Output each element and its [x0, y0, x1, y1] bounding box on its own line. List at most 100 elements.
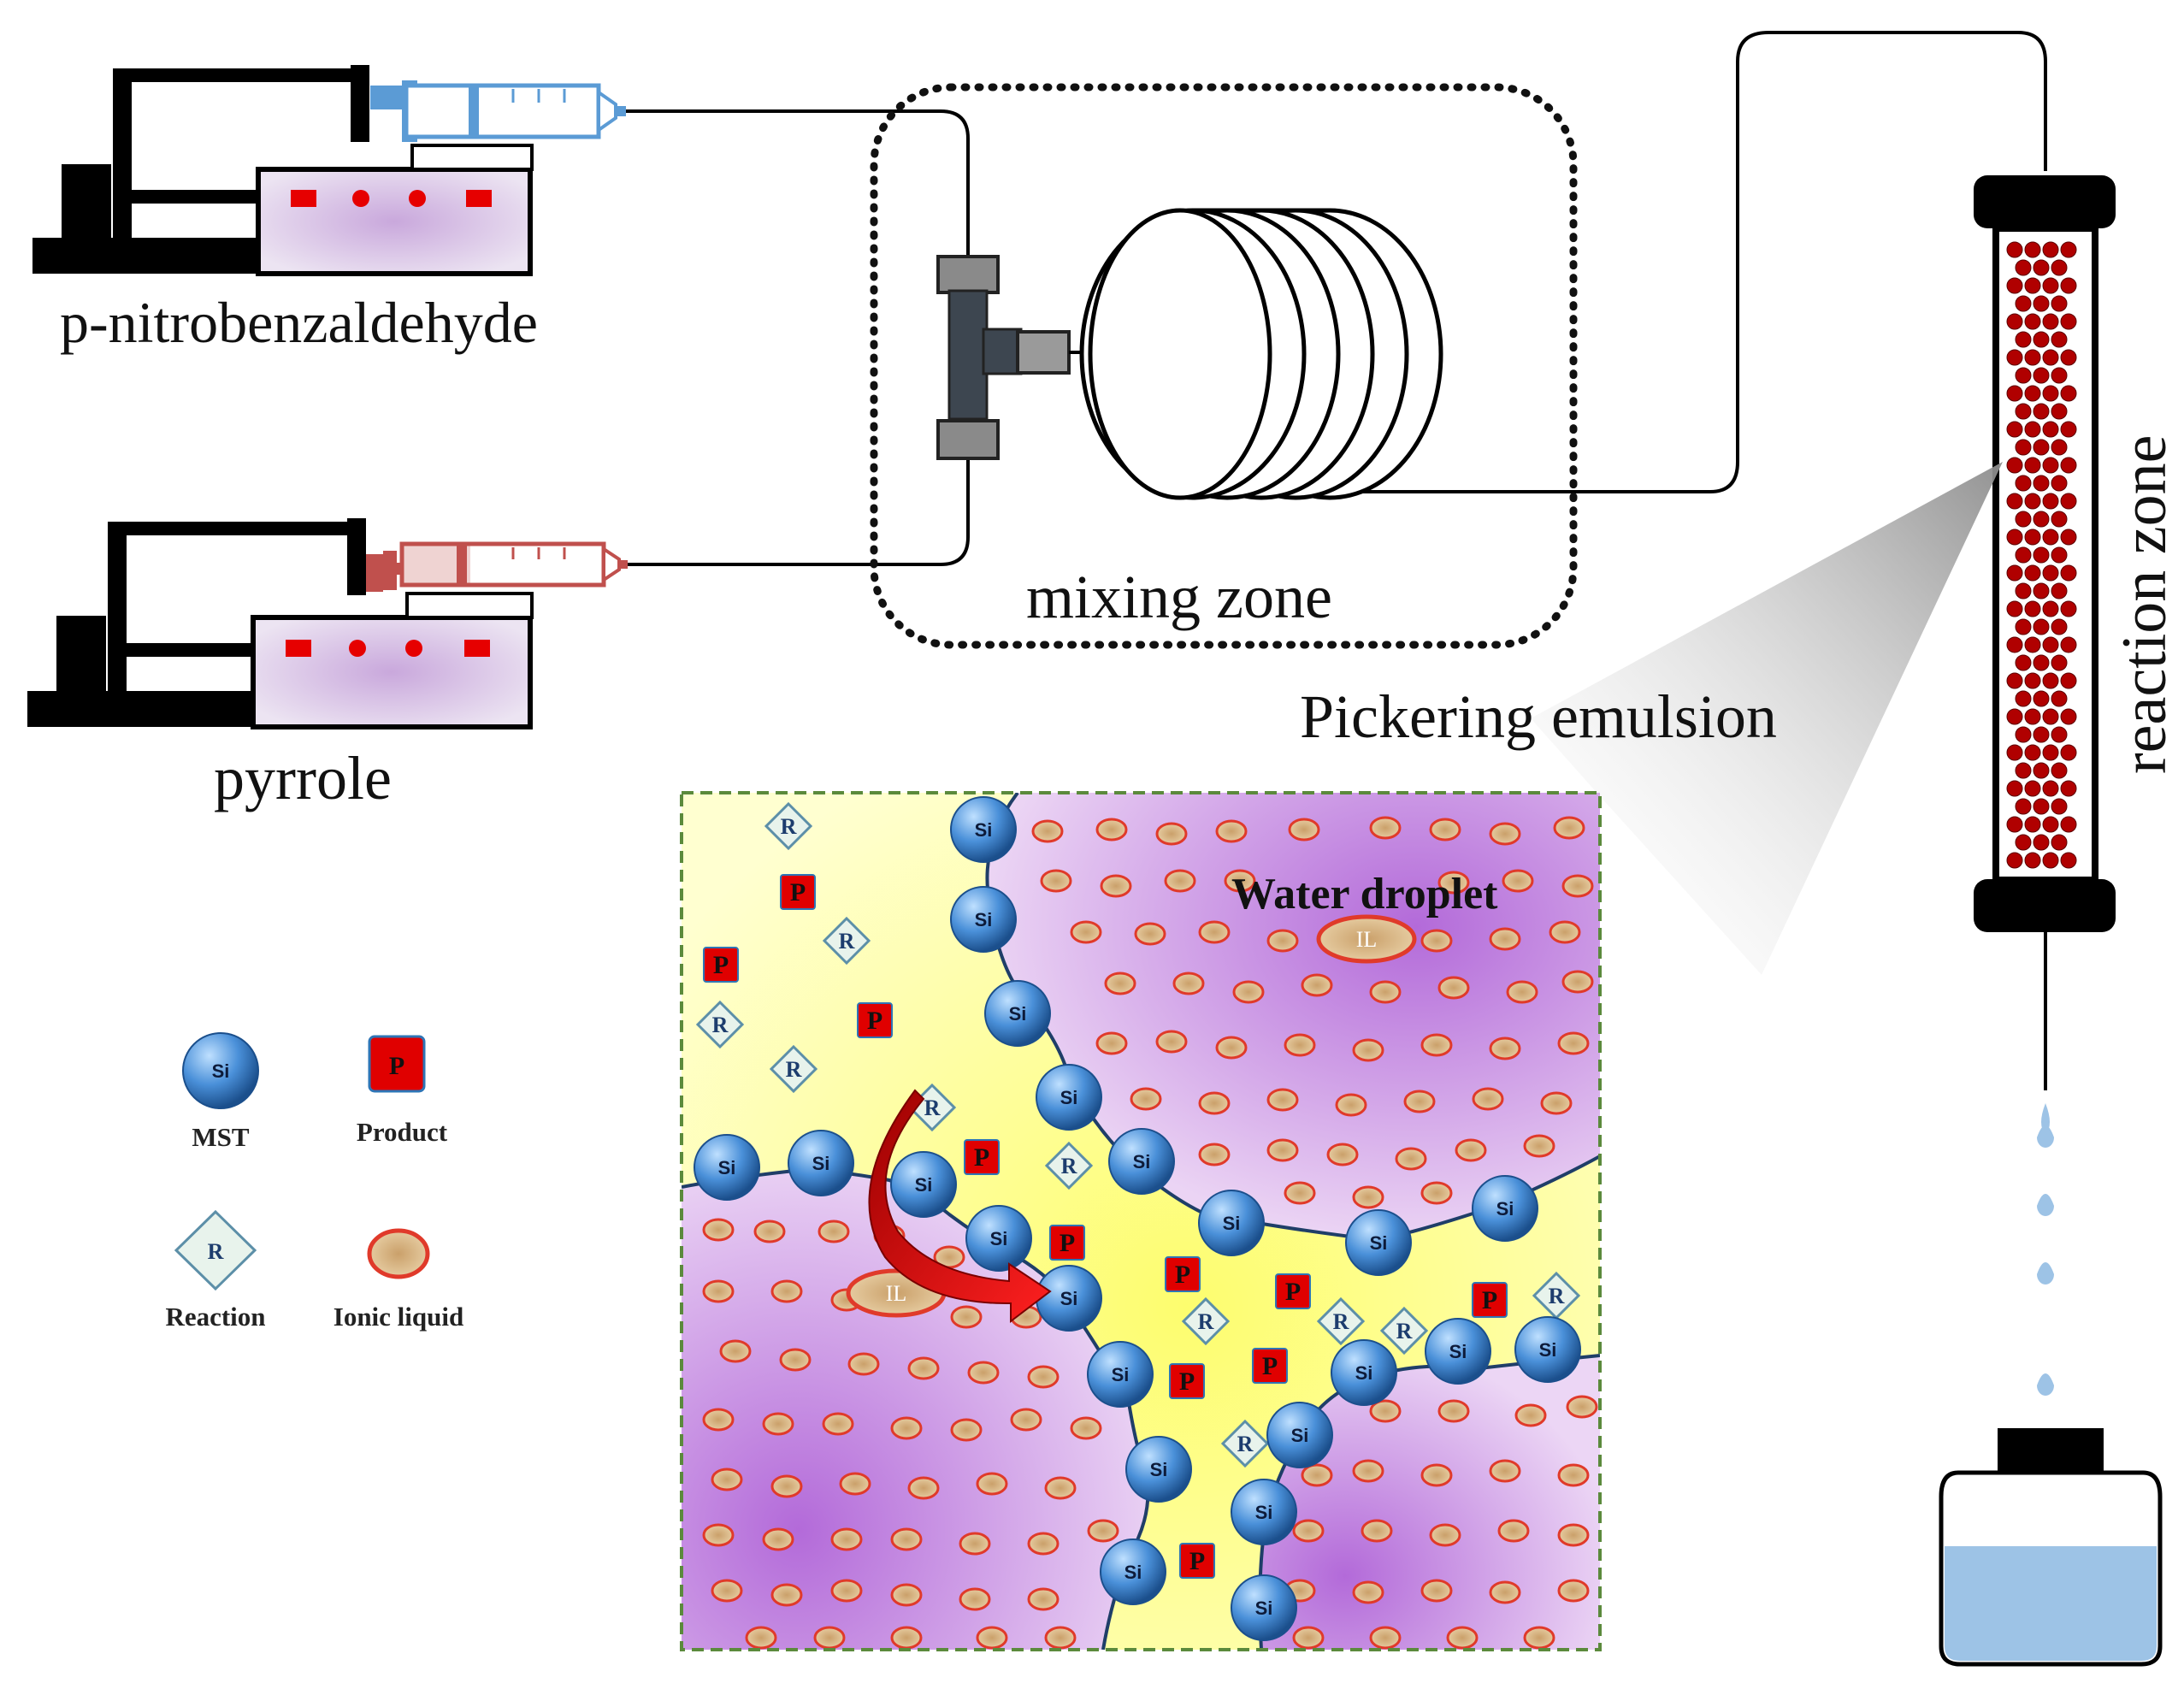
ionic-liquid-dot: [950, 1418, 983, 1442]
ionic-liquid-dot: [1027, 1587, 1060, 1611]
ionic-liquid-dot: [1506, 980, 1538, 1004]
svg-text:P: P: [389, 1052, 404, 1080]
product-mark: P: [1275, 1273, 1311, 1309]
ionic-liquid-dot: [770, 1474, 803, 1498]
droplet: [2033, 367, 2050, 384]
ionic-liquid-dot: [1437, 976, 1470, 1000]
reaction-zone-label: reaction zone: [2110, 435, 2180, 775]
droplet: [2006, 493, 2023, 510]
product-mark: P: [1472, 1282, 1508, 1318]
ionic-liquid-dot: [702, 1279, 735, 1303]
reactant-mark: R: [1044, 1141, 1094, 1190]
magnification-beam: [1531, 462, 2003, 975]
droplet: [2051, 582, 2068, 599]
ionic-liquid-dot: [1198, 920, 1231, 944]
droplet: [2015, 295, 2032, 312]
ionic-liquid-dot: [1553, 816, 1585, 840]
droplet: [2051, 654, 2068, 671]
ionic-liquid-dot: [830, 1527, 863, 1551]
droplet: [2006, 349, 2023, 366]
svg-text:Si: Si: [1291, 1425, 1309, 1446]
silica-particle: Si: [1087, 1341, 1154, 1408]
legend-ionic-liquid: Ionic liquid: [334, 1228, 464, 1332]
svg-text:Si: Si: [915, 1174, 933, 1196]
ionic-liquid-dot: [890, 1416, 923, 1440]
droplet: [2060, 636, 2077, 653]
droplet: [2006, 457, 2023, 474]
droplet: [2006, 636, 2023, 653]
ionic-liquid-dot: [711, 1468, 743, 1491]
ionic-liquid-dot: [907, 1356, 940, 1380]
silica-particle: Si: [694, 1134, 760, 1201]
ionic-liquid-dot: [1369, 980, 1402, 1004]
silica-particle: Si: [1125, 1436, 1192, 1503]
droplet: [2060, 385, 2077, 402]
droplet: [2033, 582, 2050, 599]
ionic-liquid-dot: [770, 1583, 803, 1607]
ionic-liquid-dot: [702, 1218, 735, 1242]
droplet: [2033, 546, 2050, 564]
product-mark: P: [1165, 1256, 1201, 1292]
droplet: [2060, 780, 2077, 797]
droplet: [2015, 834, 2032, 851]
svg-text:Si: Si: [212, 1060, 230, 1082]
svg-text:Si: Si: [1150, 1459, 1168, 1480]
ionic-liquid-dot: [1352, 1580, 1384, 1604]
droplet: [2042, 708, 2059, 725]
ionic-liquid-dot: [1489, 1580, 1521, 1604]
syringe-bottom: [366, 541, 628, 592]
reagent-top-label: p-nitrobenzaldehyde: [60, 290, 538, 355]
svg-text:Si: Si: [990, 1228, 1008, 1249]
reaction-arrow: [868, 1089, 1052, 1324]
ionic-liquid-dot: [1514, 1403, 1547, 1427]
svg-text:P: P: [1175, 1261, 1190, 1289]
ionic-liquid-dot: [1266, 929, 1299, 953]
droplet: [2024, 780, 2041, 797]
reaction-column: [1974, 175, 2116, 932]
droplet: [2042, 385, 2059, 402]
droplet: [2051, 259, 2068, 276]
droplet: [2024, 349, 2041, 366]
droplet: [2024, 385, 2041, 402]
droplet: [2015, 654, 2032, 671]
silica-particle: Si: [1345, 1209, 1412, 1276]
droplet: [2060, 600, 2077, 617]
reactant-mark: R: [764, 801, 813, 851]
silica-particle: Si: [1231, 1479, 1297, 1545]
svg-text:Si: Si: [1355, 1362, 1373, 1384]
droplet: [2006, 241, 2023, 258]
svg-text:Ionic liquid: Ionic liquid: [334, 1302, 464, 1332]
svg-text:Si: Si: [718, 1157, 736, 1178]
ionic-liquid-dot: [1040, 869, 1072, 893]
droplet: [2042, 313, 2059, 330]
ionic-liquid-dot: [1403, 1090, 1436, 1113]
ionic-liquid-dot: [1489, 822, 1521, 846]
ionic-liquid-dot: [1284, 1033, 1316, 1057]
droplet: [2051, 546, 2068, 564]
ionic-liquid-dot: [762, 1412, 794, 1436]
silica-particle: Si: [1514, 1316, 1581, 1383]
ionic-liquid-dot: [1561, 874, 1594, 898]
droplet: [2006, 421, 2023, 438]
ionic-liquid-dot: [1095, 818, 1128, 842]
ionic-liquid-dot: [890, 1626, 923, 1650]
silica-particle: Si: [1231, 1574, 1297, 1641]
ionic-liquid-dot: [1198, 1143, 1231, 1166]
silica-particle: Si: [1198, 1190, 1265, 1256]
droplet: [2024, 816, 2041, 833]
svg-text:Si: Si: [1223, 1213, 1241, 1234]
droplet: [2015, 618, 2032, 635]
droplet: [2042, 529, 2059, 546]
ionic-liquid-dot: [847, 1352, 880, 1376]
svg-text:P: P: [790, 878, 806, 907]
silica-particle: Si: [950, 796, 1017, 863]
droplet: [2033, 726, 2050, 743]
legend-product: P Product: [357, 1035, 448, 1147]
droplet: [2015, 475, 2032, 492]
droplet: [2042, 277, 2059, 294]
droplet: [2051, 367, 2068, 384]
droplet: [2006, 852, 2023, 869]
droplet: [2033, 439, 2050, 456]
ionic-liquid-dot: [1224, 869, 1256, 893]
